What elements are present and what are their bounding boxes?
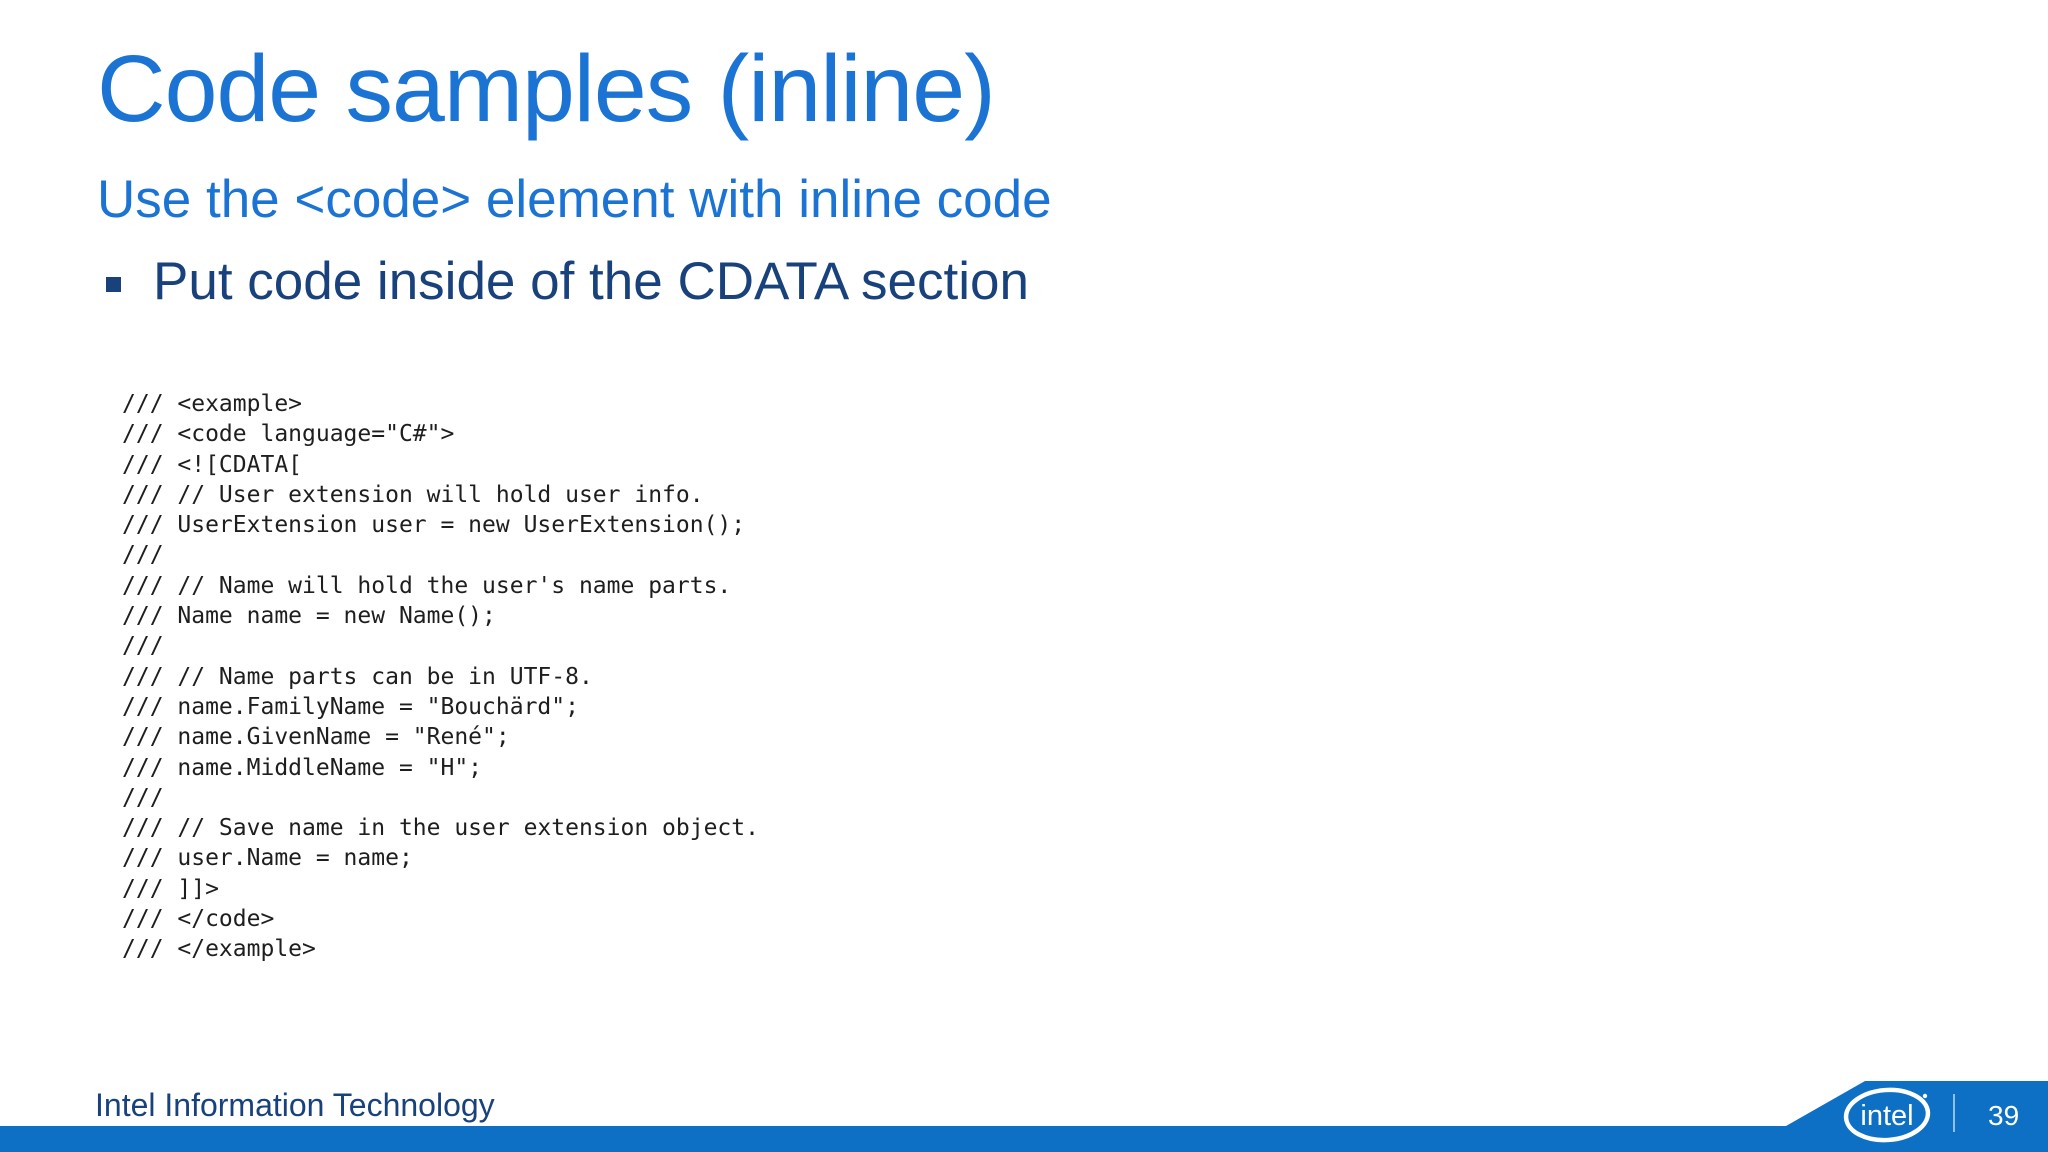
- code-line: ///: [122, 633, 164, 660]
- slide-subtitle: Use the <code> element with inline code: [97, 170, 1052, 229]
- code-line: /// name.GivenName = "René";: [122, 724, 510, 751]
- bullet-text: Put code inside of the CDATA section: [153, 252, 1029, 311]
- code-line: /// ]]>: [122, 875, 219, 902]
- intel-logo: intel: [1843, 1086, 1935, 1144]
- intel-logo-text: intel: [1860, 1100, 1913, 1132]
- code-block: /// <example> /// <code language="C#"> ///…: [122, 389, 759, 965]
- code-line: ///: [122, 542, 164, 569]
- code-line: ///: [122, 784, 164, 811]
- code-line: /// </example>: [122, 936, 316, 963]
- code-line: /// <example>: [122, 391, 303, 417]
- footer-separator: [1953, 1094, 1955, 1132]
- code-line: /// // User extension will hold user inf…: [122, 481, 704, 508]
- code-line: /// // Name parts can be in UTF-8.: [122, 663, 593, 690]
- code-line: /// user.Name = name;: [122, 845, 413, 872]
- code-line: /// <code language="C#">: [122, 421, 455, 448]
- code-line: /// Name name = new Name();: [122, 603, 496, 630]
- bullet-square-icon: [106, 277, 121, 292]
- intel-logo-swoosh: [1843, 1087, 1931, 1143]
- footer-text: Intel Information Technology: [95, 1087, 495, 1123]
- code-line: /// // Save name in the user extension o…: [122, 815, 759, 842]
- code-line: /// name.FamilyName = "Bouchärd";: [122, 693, 579, 720]
- trademark-dot: [1922, 1093, 1928, 1099]
- code-line: /// UserExtension user = new UserExtensi…: [122, 512, 746, 539]
- code-line: /// name.MiddleName = "H";: [122, 754, 483, 781]
- bullet-item: Put code inside of the CDATA section: [106, 255, 1029, 308]
- code-line: /// // Name will hold the user's name pa…: [122, 572, 732, 599]
- page-number: 39: [1988, 1100, 2020, 1131]
- code-line: /// </code>: [122, 906, 275, 933]
- code-line: /// <![CDATA[: [122, 451, 303, 478]
- slide-title: Code samples (inline): [97, 36, 996, 142]
